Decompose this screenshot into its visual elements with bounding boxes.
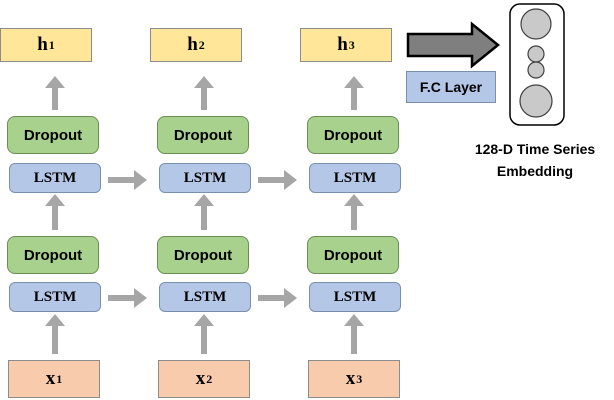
embedding-caption: 128-D Time Series Embedding bbox=[460, 138, 610, 182]
dropout-upper-3: Dropout bbox=[307, 116, 399, 154]
dropout-upper-1: Dropout bbox=[7, 116, 99, 154]
output-h1-label: h bbox=[37, 34, 48, 55]
output-h1-sub: 1 bbox=[48, 37, 55, 52]
dropout-lower-3: Dropout bbox=[307, 236, 399, 274]
embedding-node bbox=[520, 8, 552, 40]
input-x3-sub: 3 bbox=[356, 371, 363, 386]
lstm-lower-3: LSTM bbox=[309, 282, 401, 312]
embedding-caption-line-1: 128-D Time Series bbox=[474, 141, 596, 157]
embedding-node bbox=[519, 84, 553, 118]
input-x2-label: x bbox=[195, 368, 206, 389]
output-arrow bbox=[406, 21, 500, 69]
lstm-lower-1: LSTM bbox=[9, 282, 101, 312]
input-x1-label: x bbox=[45, 368, 56, 389]
vertical-arrowheads bbox=[45, 76, 364, 326]
output-h2-label: h bbox=[187, 34, 198, 55]
horizontal-arrowheads bbox=[134, 170, 297, 308]
horizontal-arrows bbox=[108, 177, 285, 301]
lstm-upper-2: LSTM bbox=[159, 163, 251, 193]
output-h2-sub: 2 bbox=[198, 37, 205, 52]
dropout-lower-1: Dropout bbox=[7, 236, 99, 274]
output-h3-label: h bbox=[337, 34, 348, 55]
fc-layer: F.C Layer bbox=[406, 71, 496, 103]
embedding-node bbox=[527, 45, 545, 63]
lstm-lower-2: LSTM bbox=[159, 282, 251, 312]
lstm-upper-3: LSTM bbox=[309, 163, 401, 193]
input-x2-sub: 2 bbox=[206, 371, 213, 386]
dropout-lower-2: Dropout bbox=[157, 236, 249, 274]
vertical-arrows bbox=[52, 87, 357, 354]
input-x3-label: x bbox=[345, 368, 356, 389]
embedding-caption-line-2: Embedding bbox=[496, 163, 574, 179]
embedding-node bbox=[527, 61, 545, 79]
dropout-upper-2: Dropout bbox=[157, 116, 249, 154]
lstm-upper-1: LSTM bbox=[9, 163, 101, 193]
output-h3-sub: 3 bbox=[348, 37, 355, 52]
input-x1-sub: 1 bbox=[56, 371, 63, 386]
